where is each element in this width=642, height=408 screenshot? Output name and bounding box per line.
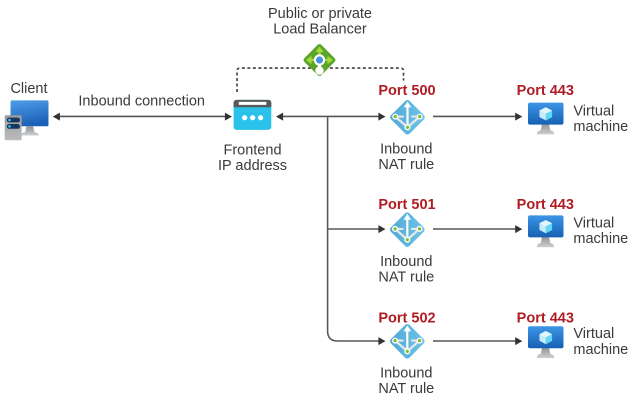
svg-text:Inbound: Inbound — [380, 366, 432, 382]
svg-text:Load Balancer: Load Balancer — [273, 21, 367, 37]
svg-text:Port 443: Port 443 — [517, 83, 574, 99]
svg-text:machine: machine — [573, 231, 628, 247]
svg-text:Port 500: Port 500 — [378, 83, 435, 99]
svg-text:NAT rule: NAT rule — [378, 269, 434, 285]
svg-text:Port 502: Port 502 — [378, 311, 435, 327]
svg-text:Inbound: Inbound — [380, 142, 432, 158]
svg-text:NAT rule: NAT rule — [378, 381, 434, 397]
svg-text:Virtual: Virtual — [573, 103, 614, 119]
svg-text:Frontend: Frontend — [223, 143, 281, 159]
svg-text:Public or private: Public or private — [268, 6, 372, 22]
svg-text:NAT rule: NAT rule — [378, 157, 434, 173]
svg-text:Inbound: Inbound — [380, 254, 432, 270]
svg-text:machine: machine — [573, 342, 628, 358]
svg-text:Port 501: Port 501 — [378, 197, 435, 213]
svg-text:Port 443: Port 443 — [517, 197, 574, 213]
svg-text:Virtual: Virtual — [573, 215, 614, 231]
svg-text:machine: machine — [573, 119, 628, 135]
svg-text:Port 443: Port 443 — [517, 311, 574, 327]
svg-text:Virtual: Virtual — [573, 326, 614, 342]
svg-text:IP address: IP address — [218, 158, 287, 174]
svg-text:Client: Client — [10, 81, 47, 97]
svg-text:Inbound connection: Inbound connection — [78, 94, 205, 110]
